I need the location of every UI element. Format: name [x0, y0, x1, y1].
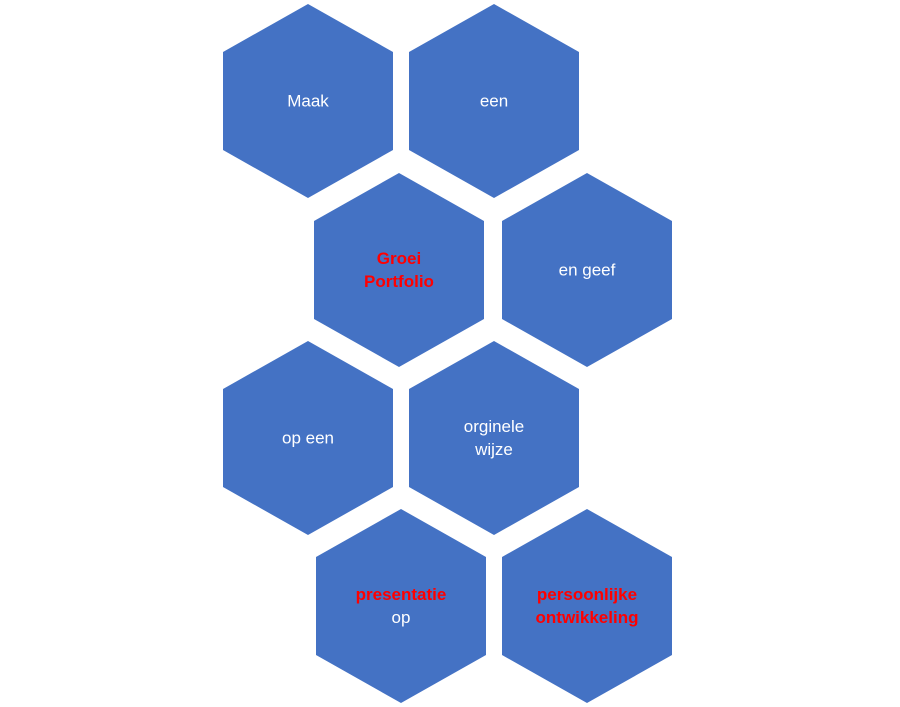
hexagon-5: [223, 341, 393, 535]
hexagon-6: [409, 341, 579, 535]
hexagon-1: [223, 4, 393, 198]
hexagon-8: [502, 509, 672, 703]
hexagon-3: [314, 173, 484, 367]
hexagon-7: [316, 509, 486, 703]
hexagon-4: [502, 173, 672, 367]
hexagon-2: [409, 4, 579, 198]
